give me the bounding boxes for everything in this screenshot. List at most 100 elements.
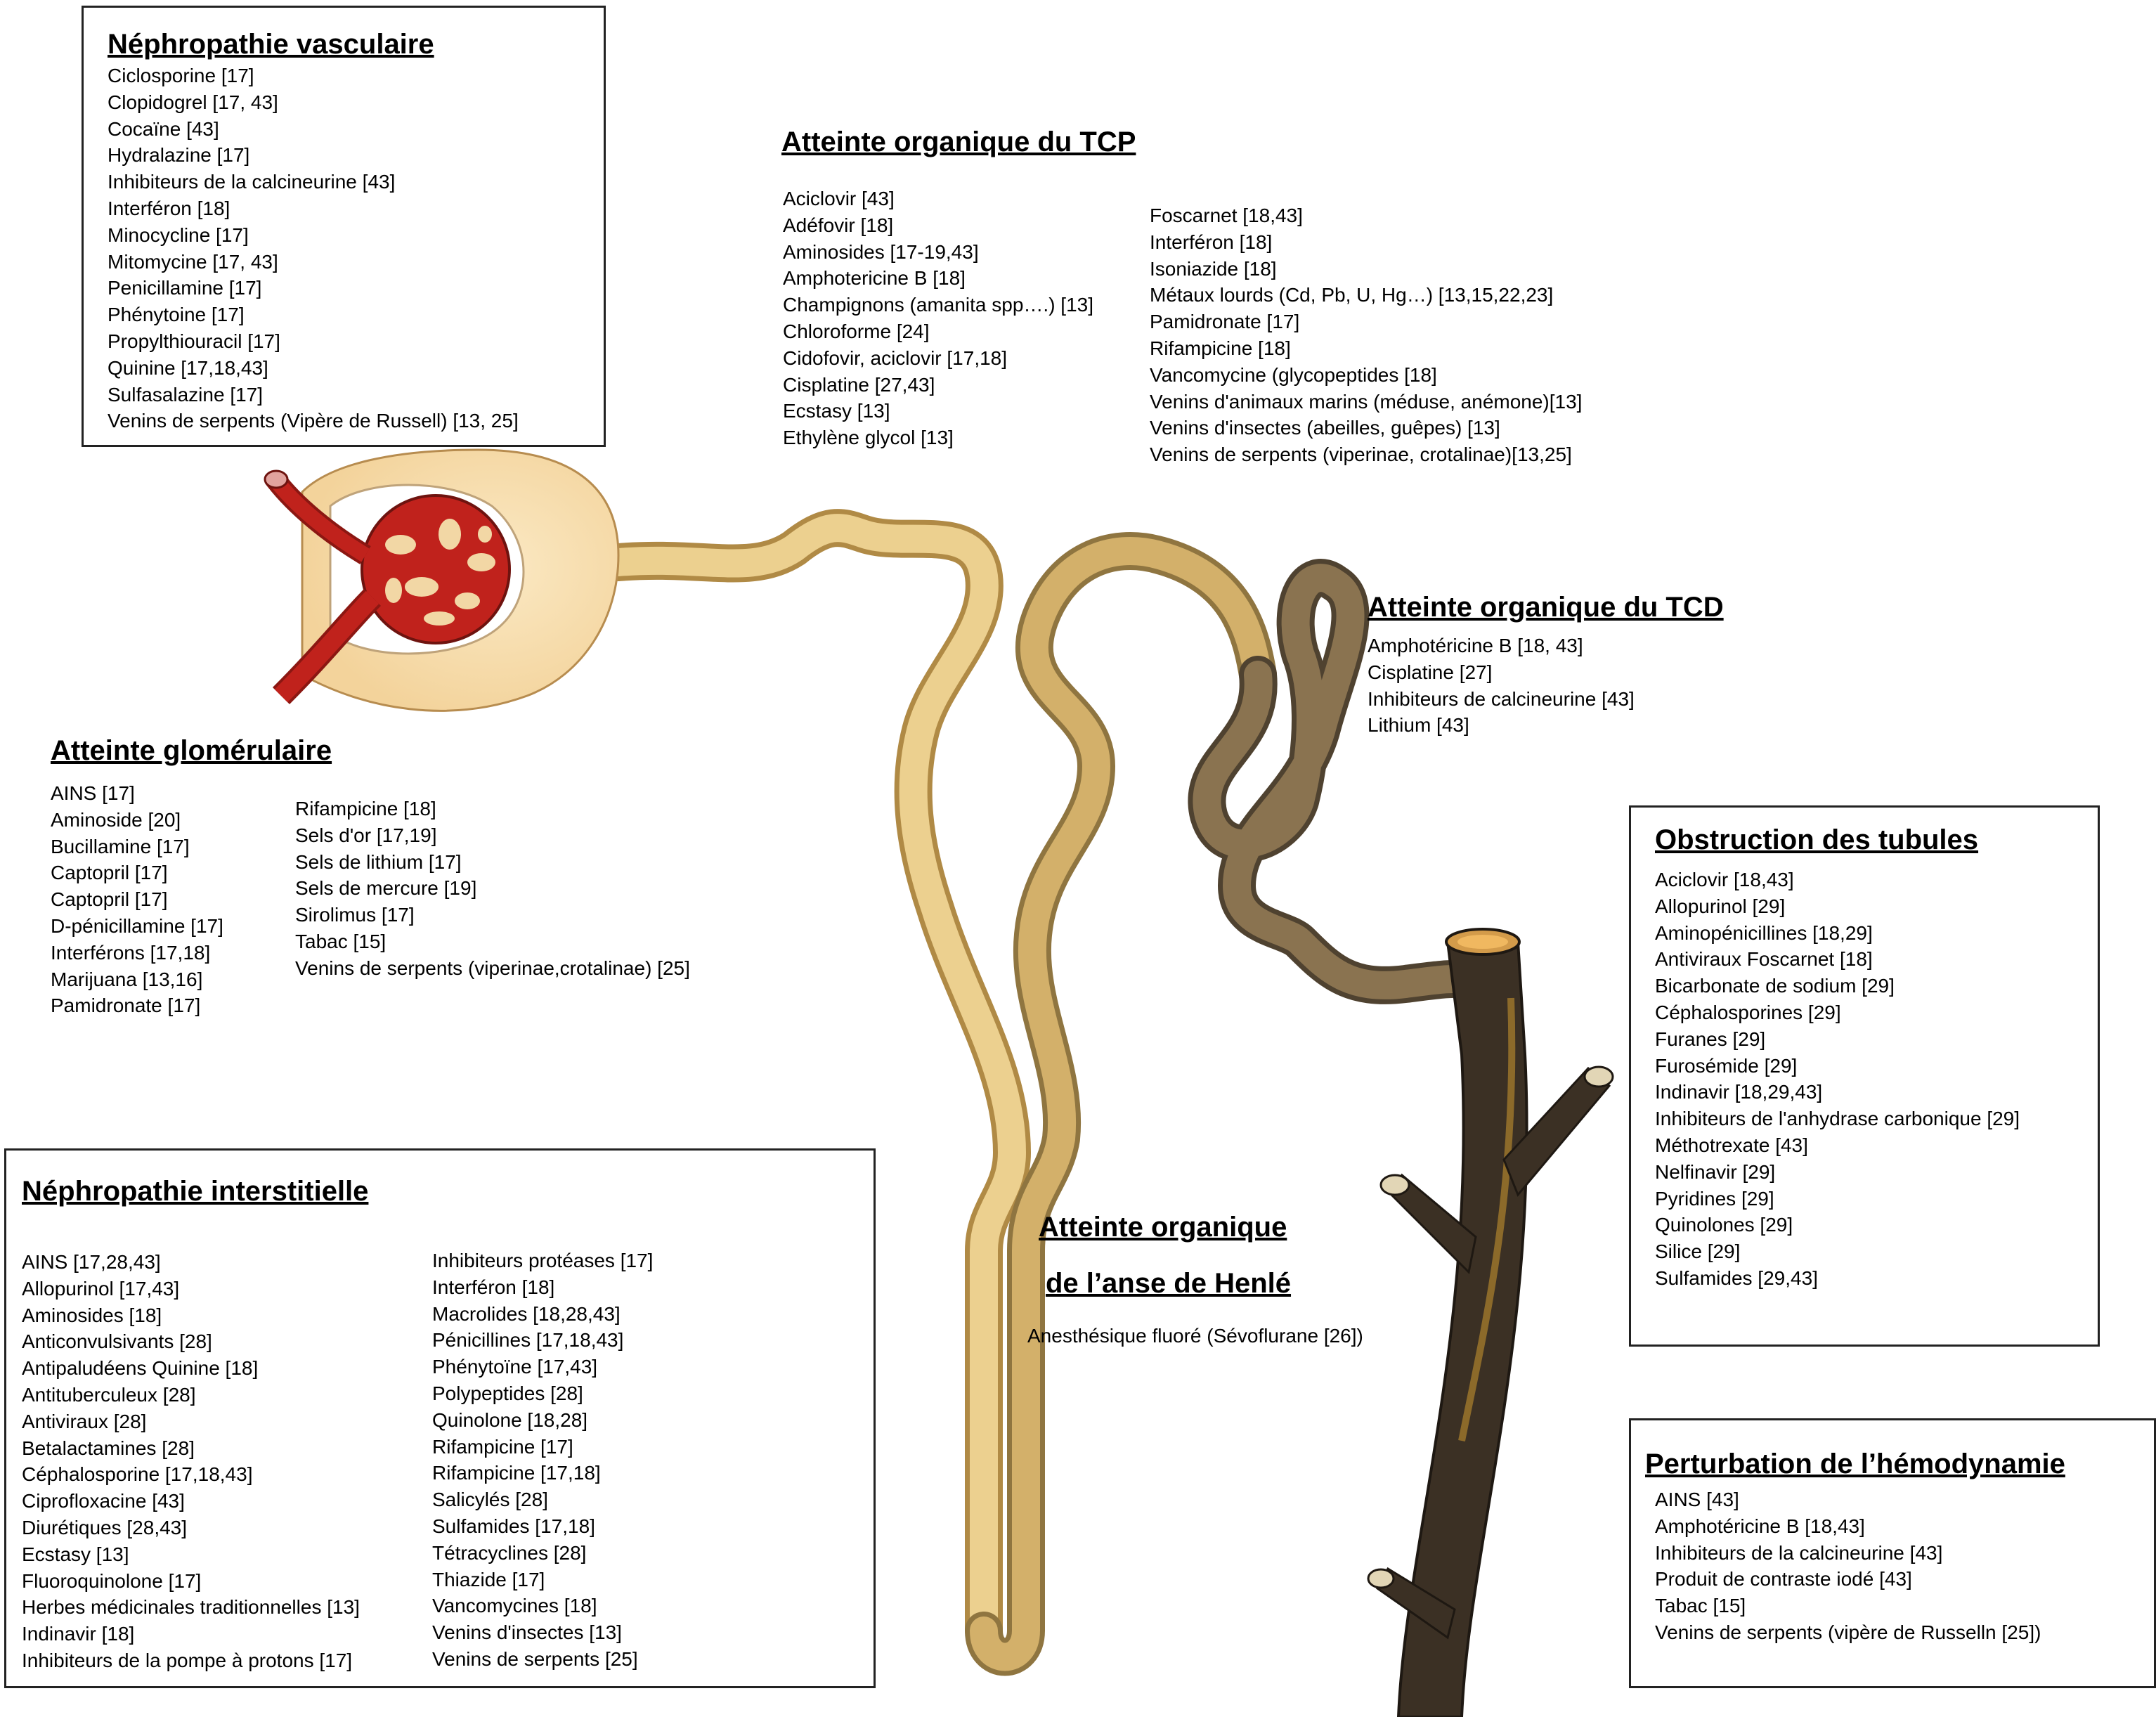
interstitial-nephropathy-box: Néphropathie interstitielle AINS [17,28,…	[4, 1148, 876, 1688]
list-item: Allopurinol [29]	[1655, 895, 1786, 917]
list-item: Betalactamines [28]	[22, 1437, 195, 1459]
list-item: Quinine [17,18,43]	[108, 356, 268, 379]
list-item: Antituberculeux [28]	[22, 1383, 196, 1406]
list-item: Inhibiteurs de la pompe à protons [17]	[22, 1649, 353, 1671]
list-item: Métaux lourds (Cd, Pb, U, Hg…) [13,15,22…	[1150, 284, 1554, 306]
tcp-title: Atteinte organique du TCP	[781, 127, 1136, 157]
list-item: Interférons [17,18]	[51, 941, 211, 964]
list-item: Sulfamides [29,43]	[1655, 1266, 1818, 1289]
list-item: Ecstasy [13]	[22, 1543, 129, 1565]
list-item: Aciclovir [18,43]	[1655, 869, 1794, 890]
list-item: Venins de serpents [25]	[432, 1647, 638, 1670]
list-item: Céphalosporines [29]	[1655, 1001, 1841, 1023]
list-item: Venins d'insectes [13]	[432, 1621, 622, 1644]
list-item: Ciclosporine [17]	[108, 65, 254, 86]
list-item: Clopidogrel [17, 43]	[108, 91, 278, 113]
list-item: Venins de serpents (Vipère de Russell) […	[108, 410, 519, 432]
list-item: Vancomycine (glycopeptides [18]	[1150, 363, 1437, 386]
list-item: Quinolones [29]	[1655, 1214, 1793, 1236]
list-item: AINS [17,28,43]	[22, 1251, 161, 1273]
vascular-nephropathy-box: Néphropathie vasculaire Ciclosporine [17…	[82, 6, 606, 447]
interstitial-nephropathy-title: Néphropathie interstitielle	[22, 1176, 369, 1207]
vascular-nephropathy-list: Ciclosporine [17]Clopidogrel [17, 43]Coc…	[108, 63, 604, 434]
list-item: Salicylés [28]	[432, 1489, 548, 1511]
list-item: Ciprofloxacine [43]	[22, 1490, 185, 1512]
list-item: Cisplatine [27,43]	[783, 373, 935, 396]
tcd-list: Amphotéricine B [18, 43]Cisplatine [27]I…	[1368, 633, 1859, 739]
list-item: Hydralazine [17]	[108, 144, 250, 167]
list-item: Foscarnet [18,43]	[1150, 205, 1303, 226]
hemodynamic-disturbance-list: AINS [43]Amphotéricine B [18,43]Inhibite…	[1655, 1486, 2154, 1646]
list-item: Aminosides [17-19,43]	[783, 240, 979, 263]
list-item: Chloroforme [24]	[783, 320, 930, 342]
list-item: Venins d'insectes (abeilles, guêpes) [13…	[1150, 417, 1500, 439]
list-item: Sels de lithium [17]	[295, 850, 462, 873]
interstitial-list-col2: Inhibiteurs protéases [17]Interféron [18…	[432, 1248, 653, 1673]
list-item: Pyridines [29]	[1655, 1187, 1774, 1210]
glomerulus	[264, 448, 620, 712]
loop-of-henle	[965, 532, 1277, 1676]
list-item: Pamidronate [17]	[51, 994, 201, 1017]
glomerular-list-col1: AINS [17]Aminoside [20]Bucillamine [17]C…	[51, 780, 223, 1019]
list-item: Isoniazide [18]	[1150, 257, 1277, 280]
list-item: Venins de serpents (viperinae,crotalinae…	[295, 957, 690, 979]
list-item: Marijuana [13,16]	[51, 968, 203, 990]
list-item: Fluoroquinolone [17]	[22, 1569, 202, 1592]
list-item: Allopurinol [17,43]	[22, 1277, 180, 1300]
list-item: Sels d'or [17,19]	[295, 824, 437, 846]
henle-loop-item: Anesthésique fluoré (Sévoflurane [26])	[1027, 1325, 1363, 1347]
list-item: Mitomycine [17, 43]	[108, 250, 278, 273]
list-item: Produit de contraste iodé [43]	[1655, 1568, 1912, 1590]
list-item: Céphalosporine [17,18,43]	[22, 1463, 253, 1486]
list-item: Venins de serpents (vipère de Russelln […	[1655, 1621, 2041, 1643]
list-item: Anticonvulsivants [28]	[22, 1330, 212, 1353]
list-item: Sels de mercure [19]	[295, 877, 477, 900]
list-item: Antiviraux Foscarnet [18]	[1655, 948, 1873, 971]
henle-loop-title-line2: de l’anse de Henlé	[1046, 1268, 1292, 1299]
tubular-obstruction-list: Aciclovir [18,43]Allopurinol [29]Aminopé…	[1655, 867, 2098, 1292]
list-item: Herbes médicinales traditionnelles [13]	[22, 1596, 360, 1619]
tcp-section: Atteinte organique du TCP Aciclovir [43]…	[781, 124, 1695, 475]
list-item: Captopril [17]	[51, 862, 168, 884]
list-item: Ethylène glycol [13]	[783, 427, 954, 449]
list-item: D-pénicillamine [17]	[51, 914, 223, 937]
list-item: Inhibiteurs protéases [17]	[432, 1250, 654, 1271]
vascular-nephropathy-title: Néphropathie vasculaire	[108, 29, 434, 60]
list-item: Furosémide [29]	[1655, 1054, 1798, 1077]
list-item: Adéfovir [18]	[783, 214, 894, 236]
list-item: AINS [17]	[51, 782, 135, 804]
list-item: Penicillamine [17]	[108, 277, 262, 299]
list-item: Inhibiteurs de la calcineurine [43]	[1655, 1541, 1943, 1564]
list-item: Tétracyclines [28]	[432, 1541, 587, 1564]
list-item: Méthotrexate [43]	[1655, 1134, 1808, 1156]
list-item: Inhibiteurs de l'anhydrase carbonique [2…	[1655, 1108, 2020, 1130]
list-item: Tabac [15]	[295, 930, 387, 952]
list-item: Thiazide [17]	[432, 1568, 545, 1590]
list-item: Amphotéricine B [18,43]	[1655, 1515, 1865, 1537]
list-item: Tabac [15]	[1655, 1595, 1746, 1617]
list-item: Aminosides [18]	[22, 1304, 162, 1326]
list-item: Sulfamides [17,18]	[432, 1515, 595, 1537]
list-item: Rifampicine [17,18]	[432, 1462, 601, 1484]
list-item: Champignons (amanita spp….) [13]	[783, 294, 1093, 316]
list-item: Interféron [18]	[108, 197, 230, 219]
list-item: Propylthiouracil [17]	[108, 330, 280, 352]
interstitial-list-col1: AINS [17,28,43] Allopurinol [17,43] Aminos…	[22, 1249, 360, 1674]
list-item: Phénytoïne [17,43]	[432, 1356, 598, 1378]
list-item: Quinolone [18,28]	[432, 1408, 588, 1431]
list-item: Amphotéricine B [18, 43]	[1368, 635, 1583, 656]
list-item: Antipaludéens Quinine [18]	[22, 1357, 259, 1380]
hemodynamic-disturbance-title: Perturbation de l’hémodynamie	[1645, 1449, 2065, 1479]
tcd-section: Atteinte organique du TCD Amphotéricine …	[1368, 589, 1859, 758]
list-item: Bucillamine [17]	[51, 835, 190, 857]
list-item: Venins de serpents (viperinae, crotalina…	[1150, 443, 1572, 466]
list-item: Silice [29]	[1655, 1240, 1741, 1263]
glomerular-title: Atteinte glomérulaire	[51, 735, 332, 766]
list-item: Aciclovir [43]	[783, 188, 895, 209]
tcp-list-col2: Foscarnet [18,43]Interféron [18]Isoniazi…	[1150, 202, 1582, 468]
list-item: Minocycline [17]	[108, 223, 249, 246]
list-item: Venins d'animaux marins (méduse, anémone…	[1150, 390, 1583, 413]
list-item: Cidofovir, aciclovir [17,18]	[783, 346, 1008, 369]
tubular-obstruction-box: Obstruction des tubules Aciclovir [18,43…	[1629, 805, 2100, 1347]
list-item: Amphotericine B [18]	[783, 267, 966, 290]
